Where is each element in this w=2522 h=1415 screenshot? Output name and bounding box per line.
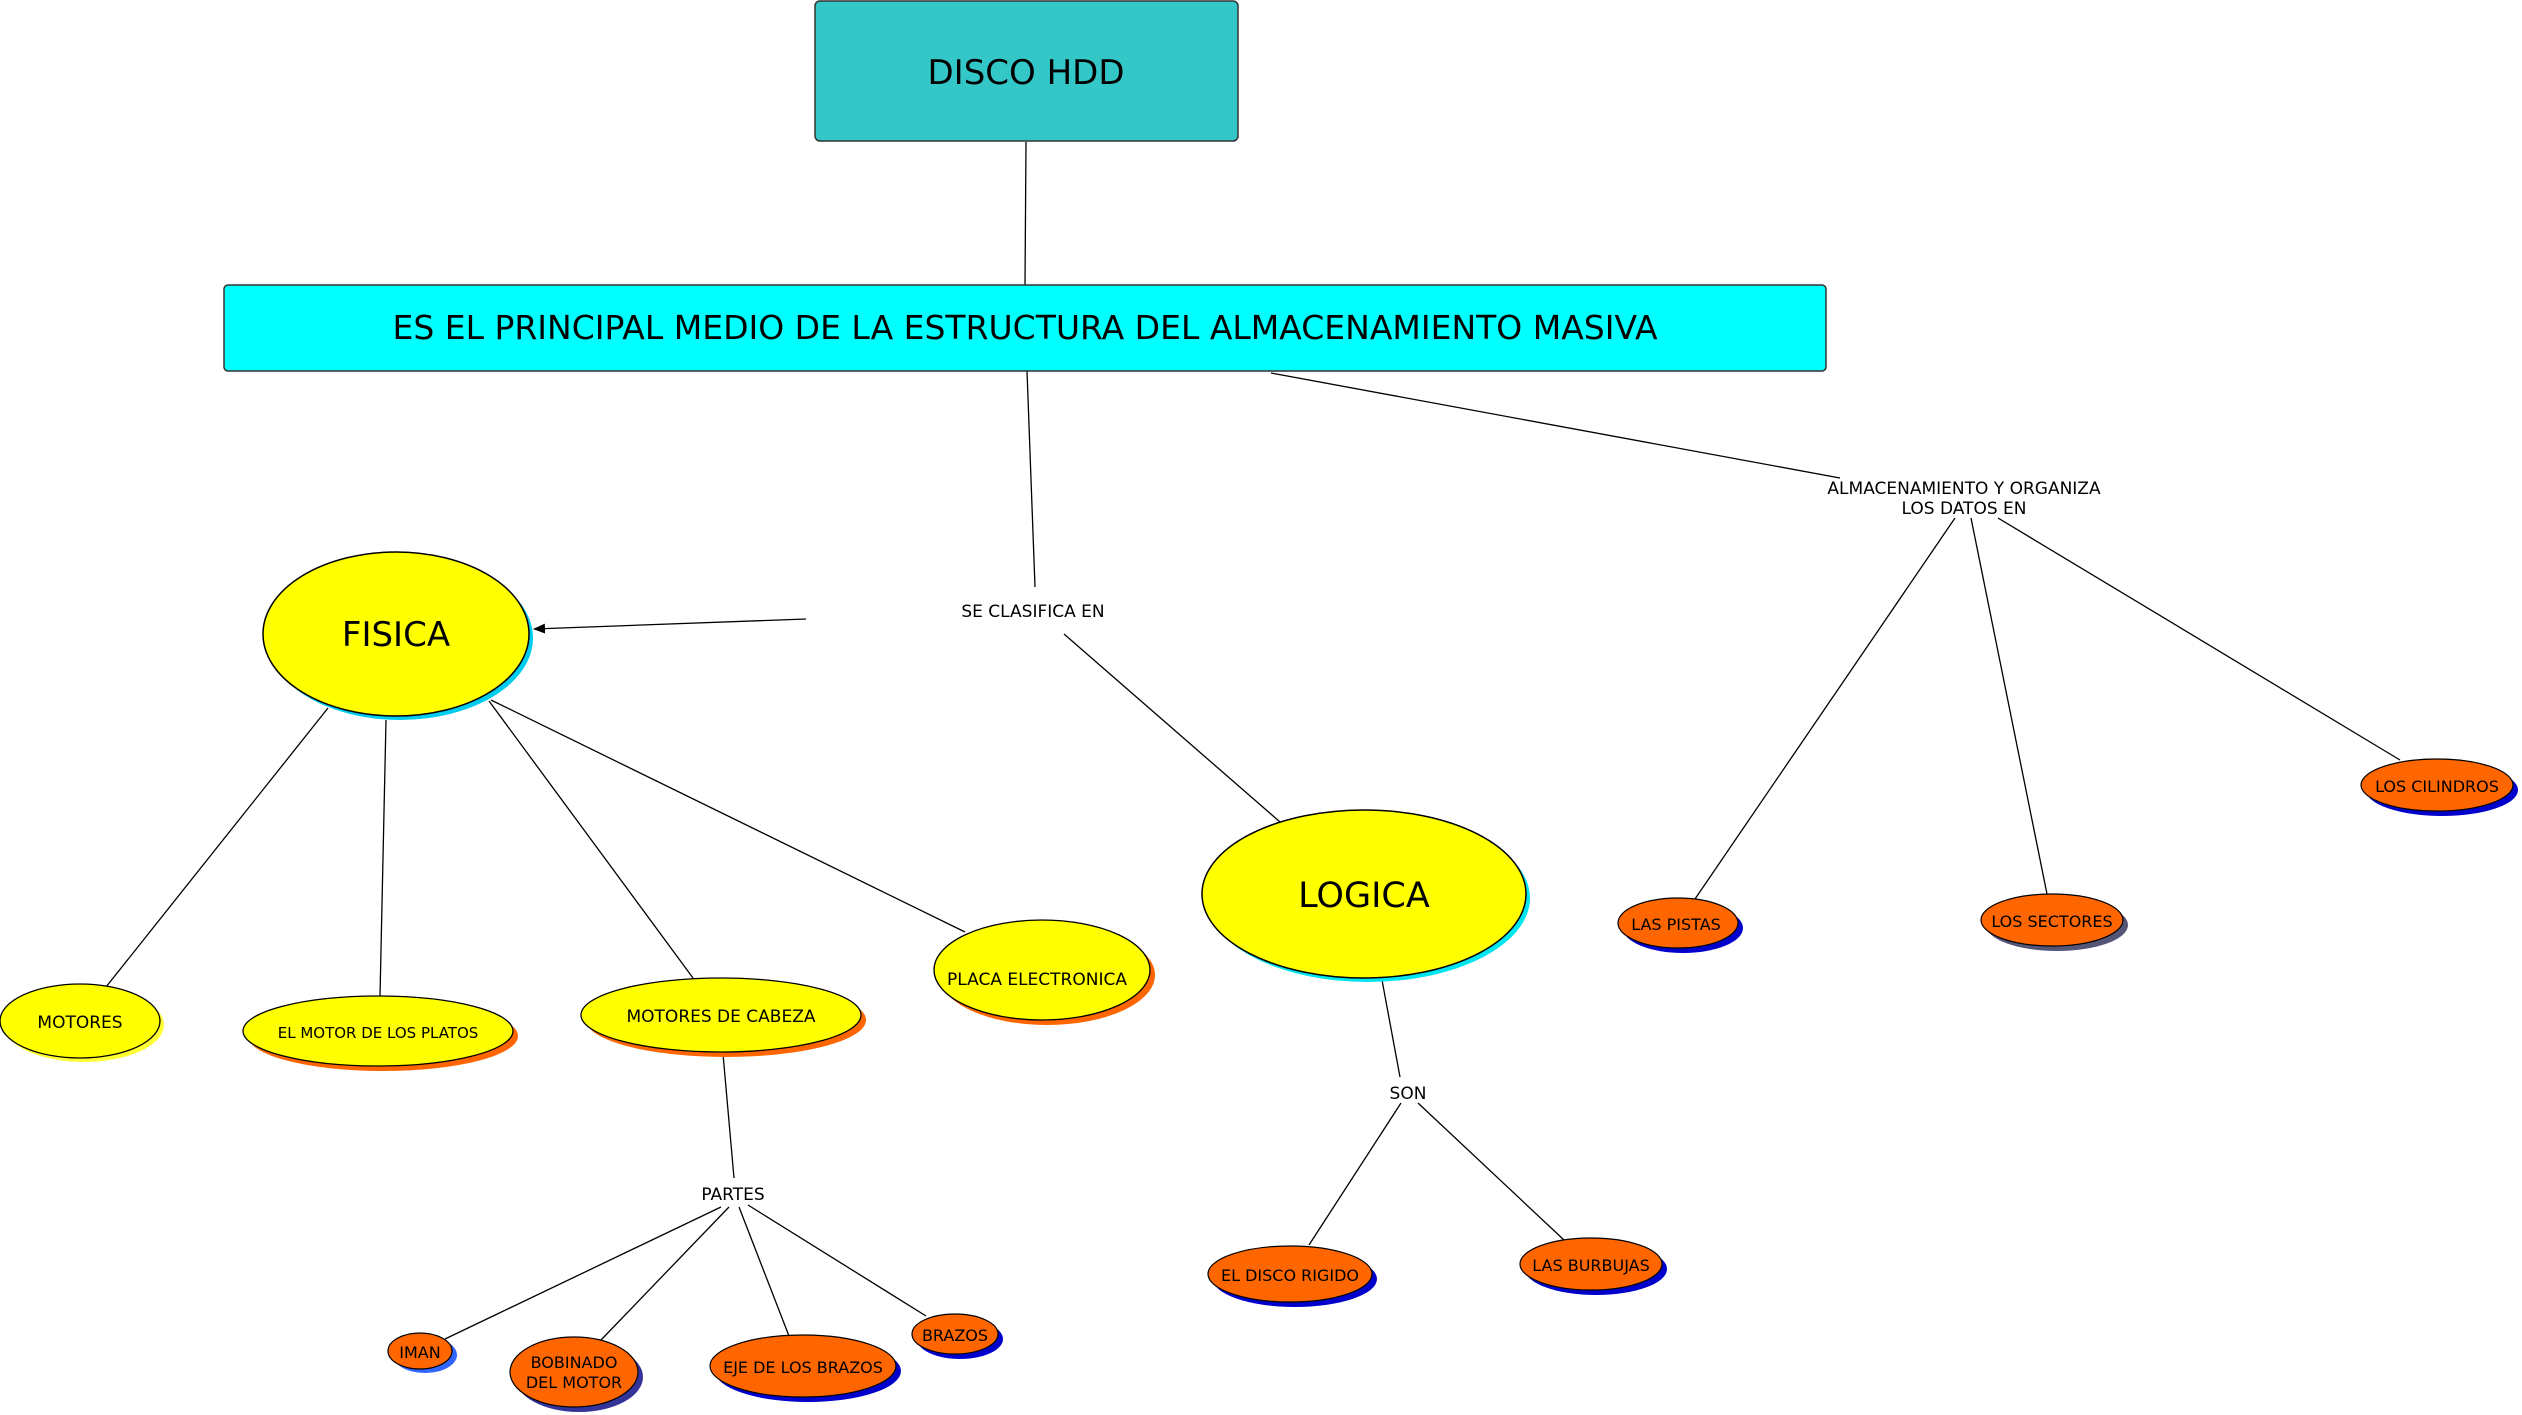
node-label: EL DISCO RIGIDO — [1221, 1266, 1359, 1285]
node-pistas[interactable]: LAS PISTAS — [1617, 897, 1743, 953]
node-fisica[interactable]: FISICA — [262, 551, 533, 720]
node-logica[interactable]: LOGICA — [1201, 809, 1530, 982]
main-label: ES EL PRINCIPAL MEDIO DE LA ESTRUCTURA D… — [392, 308, 1657, 347]
node-disco-rigido[interactable]: EL DISCO RIGIDO — [1207, 1245, 1377, 1307]
node-iman[interactable]: IMAN — [387, 1332, 457, 1373]
link-classify-fisica — [533, 618, 807, 634]
link-organize-sectores — [1970, 517, 2048, 895]
node-ellipse — [262, 551, 530, 717]
node-ellipse — [1519, 1237, 1663, 1291]
link-organize-cilindros — [1997, 517, 2401, 761]
link-fisica-placa — [490, 699, 966, 933]
node-motores[interactable]: MOTORES — [0, 983, 164, 1062]
link-classify-logica — [1063, 633, 1281, 823]
main-box — [223, 284, 1827, 372]
node-ellipse — [0, 983, 161, 1059]
node-label: FISICA — [342, 615, 450, 655]
link-organize-pistas — [1694, 517, 1956, 900]
node-ellipse — [580, 977, 862, 1053]
root-node[interactable]: DISCO HDD — [814, 0, 1239, 142]
node-ellipse — [1207, 1245, 1373, 1303]
node-label-line2: DEL MOTOR — [526, 1373, 622, 1392]
node-burbujas[interactable]: LAS BURBUJAS — [1519, 1237, 1667, 1295]
link-label-classify: SE CLASIFICA EN — [961, 602, 1104, 622]
node-ellipse — [1201, 809, 1527, 979]
node-label: LAS PISTAS — [1631, 915, 1721, 934]
link-label-parts: PARTES — [701, 1185, 764, 1205]
node-ellipse — [1980, 893, 2124, 947]
node-motor-platos[interactable]: EL MOTOR DE LOS PLATOS — [242, 995, 518, 1071]
link-main-organize — [1270, 372, 1841, 479]
link-fisica-motores-cabeza — [488, 700, 694, 979]
node-bobinado[interactable]: BOBINADO DEL MOTOR — [509, 1336, 643, 1412]
link-root-main — [1024, 141, 1027, 286]
node-label: EJE DE LOS BRAZOS — [723, 1358, 883, 1377]
node-ellipse — [709, 1334, 897, 1398]
link-partes-brazos — [747, 1204, 927, 1317]
node-label: MOTORES — [37, 1013, 122, 1033]
node-label: LAS BURBUJAS — [1532, 1256, 1650, 1275]
node-ellipse — [933, 919, 1151, 1021]
link-label-son: SON — [1390, 1084, 1427, 1104]
link-fisica-motores — [105, 707, 329, 988]
node-label-line1: BOBINADO — [531, 1353, 618, 1372]
node-label: LOS CILINDROS — [2375, 777, 2499, 796]
node-eje-brazos[interactable]: EJE DE LOS BRAZOS — [709, 1334, 901, 1402]
node-ellipse — [1617, 897, 1739, 949]
link-motores-cabeza-partes — [722, 1053, 735, 1179]
link-main-classify — [1026, 370, 1036, 588]
node-ellipse — [509, 1336, 639, 1408]
node-placa-electronica[interactable]: PLACA ELECTRONICA — [933, 919, 1155, 1025]
node-label: LOS SECTORES — [1991, 912, 2112, 931]
node-label: BRAZOS — [922, 1326, 988, 1345]
main-node[interactable]: ES EL PRINCIPAL MEDIO DE LA ESTRUCTURA D… — [223, 284, 1827, 372]
root-box — [814, 0, 1239, 142]
node-label: PLACA ELECTRONICA — [947, 970, 1127, 990]
node-label: MOTORES DE CABEZA — [627, 1007, 816, 1027]
link-partes-bobinado — [600, 1206, 730, 1341]
node-cilindros[interactable]: LOS CILINDROS — [2360, 758, 2518, 816]
connections — [105, 141, 2401, 1341]
link-son-disco-rigido — [1308, 1102, 1402, 1246]
link-son-burbujas — [1417, 1102, 1565, 1241]
node-ellipse — [242, 995, 514, 1067]
root-label: DISCO HDD — [927, 53, 1124, 93]
link-partes-iman — [444, 1206, 722, 1340]
node-ellipse — [387, 1332, 453, 1370]
link-label-organize-line2: LOS DATOS EN — [1902, 499, 2027, 519]
link-label-organize-line1: ALMACENAMIENTO Y ORGANIZA — [1827, 479, 2101, 499]
node-brazos[interactable]: BRAZOS — [911, 1313, 1003, 1359]
node-label: LOGICA — [1298, 876, 1430, 916]
link-partes-eje — [738, 1206, 790, 1337]
node-label: EL MOTOR DE LOS PLATOS — [278, 1024, 479, 1042]
link-logica-son — [1381, 979, 1401, 1078]
link-fisica-motor-platos — [379, 719, 387, 997]
node-ellipse — [2360, 758, 2514, 812]
node-label: IMAN — [399, 1343, 440, 1362]
node-ellipse — [911, 1313, 999, 1355]
node-motores-cabeza[interactable]: MOTORES DE CABEZA — [580, 977, 866, 1057]
node-sectores[interactable]: LOS SECTORES — [1980, 893, 2128, 951]
